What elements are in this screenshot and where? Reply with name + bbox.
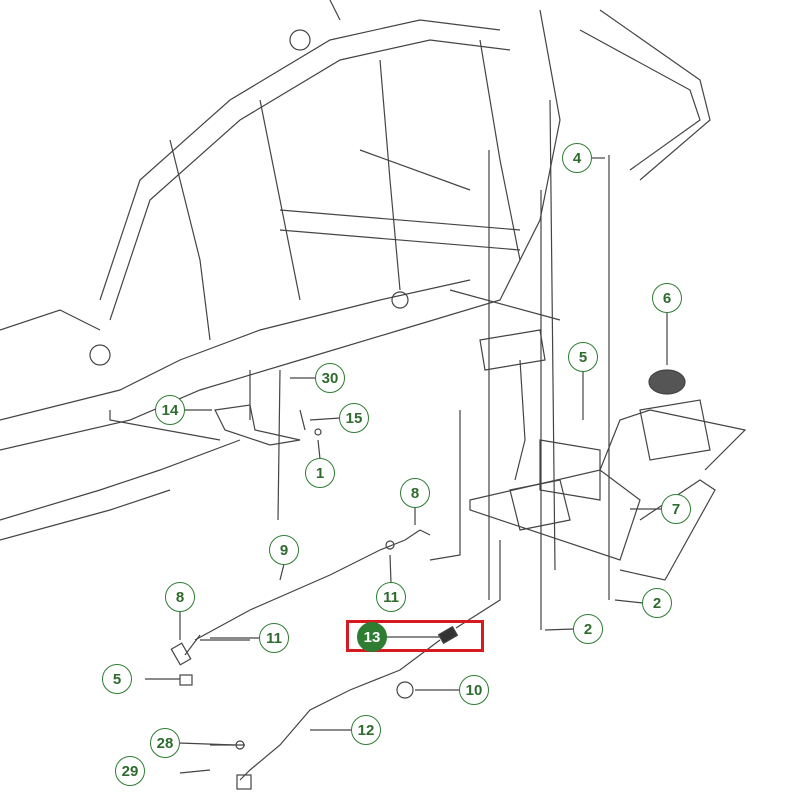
callout-6[interactable]: 6 [652, 283, 682, 313]
callout-4[interactable]: 4 [562, 143, 592, 173]
callout-8-lower[interactable]: 8 [165, 582, 195, 612]
callout-11-lower[interactable]: 11 [259, 623, 289, 653]
leader-lines [178, 157, 668, 746]
pedal-assembly [429, 329, 747, 581]
callout-14[interactable]: 14 [155, 395, 185, 425]
callout-29[interactable]: 29 [115, 756, 145, 786]
selected-part-highlight [346, 620, 484, 652]
callout-5[interactable]: 5 [568, 342, 598, 372]
callout-11[interactable]: 11 [376, 582, 406, 612]
vertical-bolt-lines [249, 99, 610, 630]
callout-28[interactable]: 28 [150, 728, 180, 758]
callout-2[interactable]: 2 [642, 588, 672, 618]
callout-15[interactable]: 15 [339, 403, 369, 433]
callout-12[interactable]: 12 [351, 715, 381, 745]
callout-7[interactable]: 7 [661, 494, 691, 524]
callout-13-selected[interactable]: 13 [357, 622, 387, 652]
callout-9[interactable]: 9 [269, 535, 299, 565]
callout-10[interactable]: 10 [459, 675, 489, 705]
callout-1[interactable]: 1 [305, 458, 335, 488]
bracket-parts [109, 404, 322, 446]
callout-5-lower[interactable]: 5 [102, 664, 132, 694]
callout-8[interactable]: 8 [400, 478, 430, 508]
frame-drawing [0, 0, 711, 541]
callout-30[interactable]: 30 [315, 363, 345, 393]
cable-parts [145, 529, 501, 790]
callout-2-lower[interactable]: 2 [573, 614, 603, 644]
